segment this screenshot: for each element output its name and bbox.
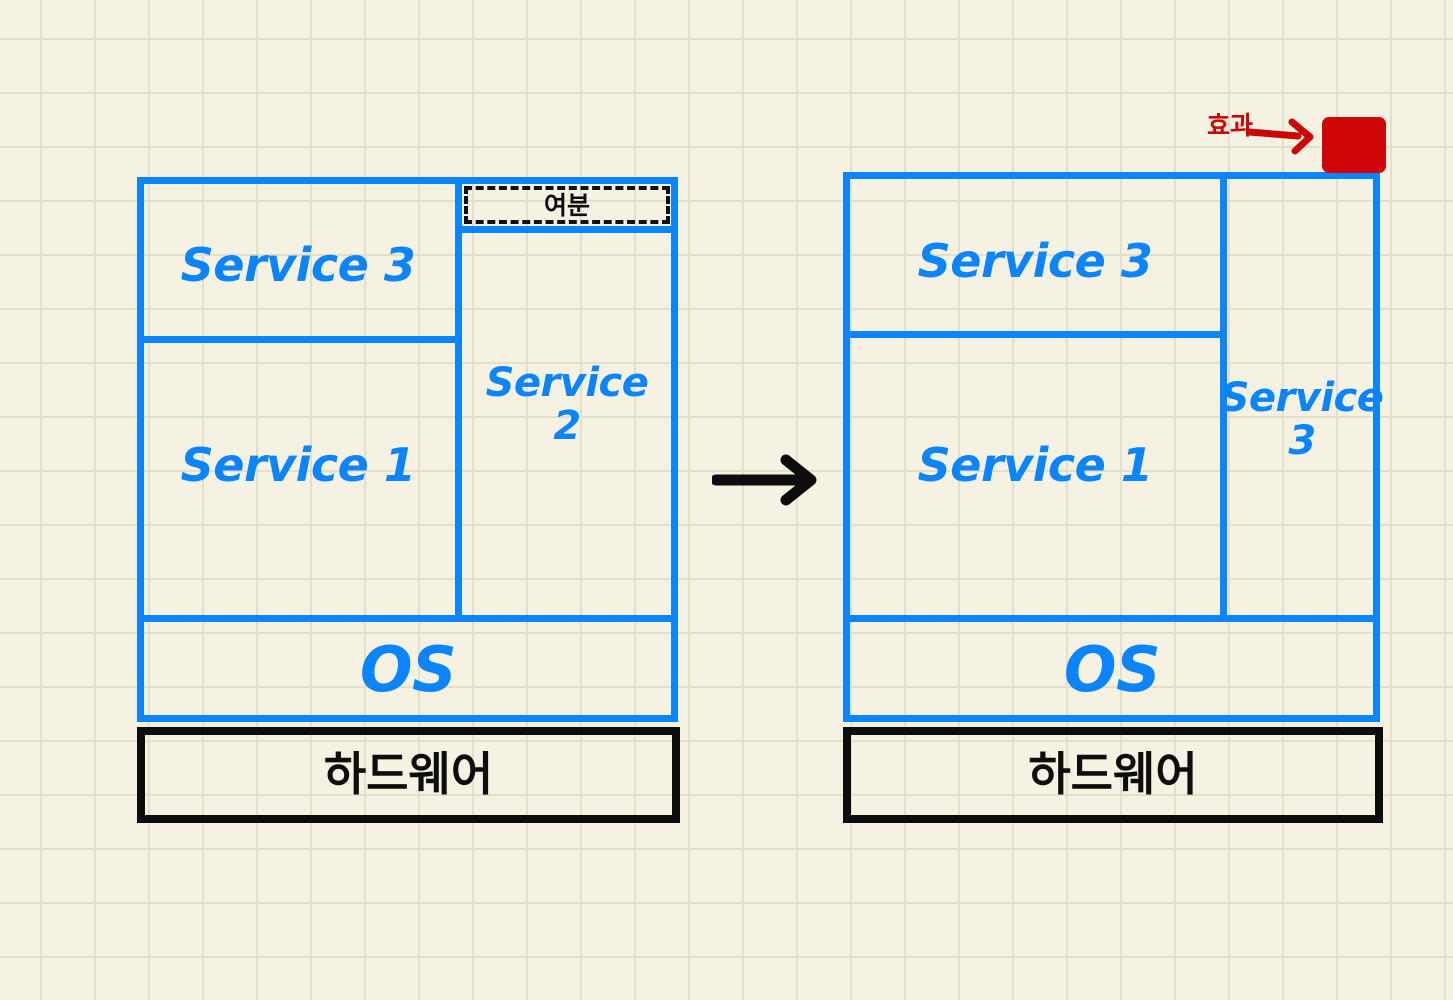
left-stack-frame [137, 177, 678, 722]
left-spare-cell-divider [455, 226, 678, 233]
right-os-divider [843, 615, 1380, 622]
left-os-divider [137, 615, 678, 622]
right-column-divider [1220, 172, 1227, 622]
effect-marker-square [1322, 117, 1386, 173]
right-hardware-box [843, 727, 1383, 823]
left-spare-dashed-box [464, 186, 670, 224]
effect-annotation-arrow-icon [1246, 118, 1314, 155]
transition-arrow-icon [712, 454, 817, 506]
left-column-divider [455, 177, 462, 622]
right-stack-frame [843, 172, 1380, 722]
left-service3-service1-divider [137, 336, 459, 343]
right-service3-service1-divider [843, 331, 1227, 338]
left-hardware-box [137, 727, 680, 823]
